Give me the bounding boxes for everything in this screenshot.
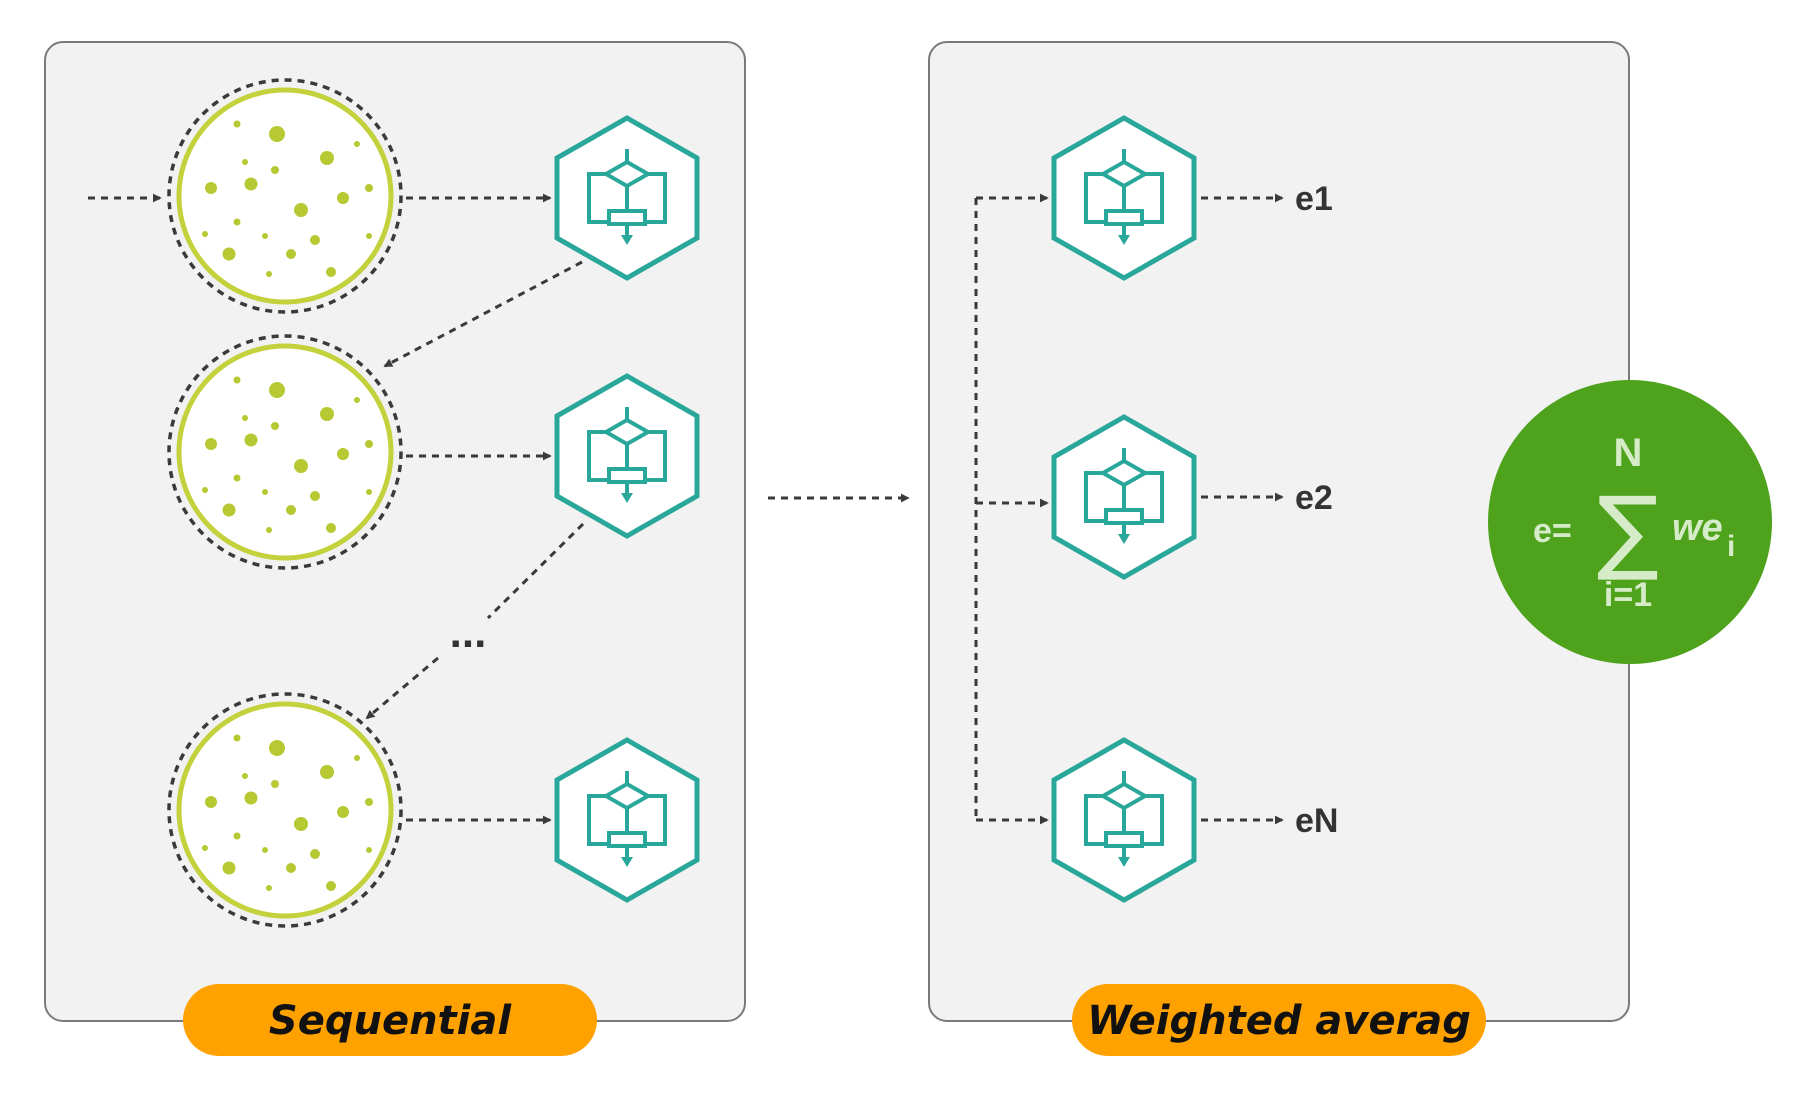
formula-circle: [1488, 380, 1772, 664]
weighted-arrows: [974, 193, 1284, 825]
output-label-e2: e2: [1295, 479, 1333, 517]
formula-upper-limit: N: [1614, 431, 1643, 475]
formula-term: we: [1672, 507, 1723, 549]
formula-subscript: i: [1727, 530, 1735, 563]
dataset-circle-icon: [169, 80, 401, 312]
output-label-eN: eN: [1295, 802, 1338, 840]
weighted-average-pill: [1072, 984, 1486, 1056]
sequential-arrows: [88, 193, 585, 825]
formula-lower-limit: i=1: [1604, 576, 1652, 614]
sequential-pill: [183, 984, 597, 1056]
weighted-sum-formula: e= N ∑ i=1 we i: [1488, 380, 1772, 664]
output-label-e1: e1: [1295, 180, 1333, 218]
weighted-average-label: Weighted averag: [1087, 998, 1471, 1044]
formula-sum-symbol: ∑: [1597, 477, 1659, 584]
dataset-circle-icon: [169, 336, 401, 568]
ellipsis: ...: [450, 608, 487, 657]
dataset-circle-icon: [169, 694, 401, 926]
sequential-label: Sequential: [269, 998, 512, 1044]
formula-lhs: e=: [1533, 512, 1572, 550]
